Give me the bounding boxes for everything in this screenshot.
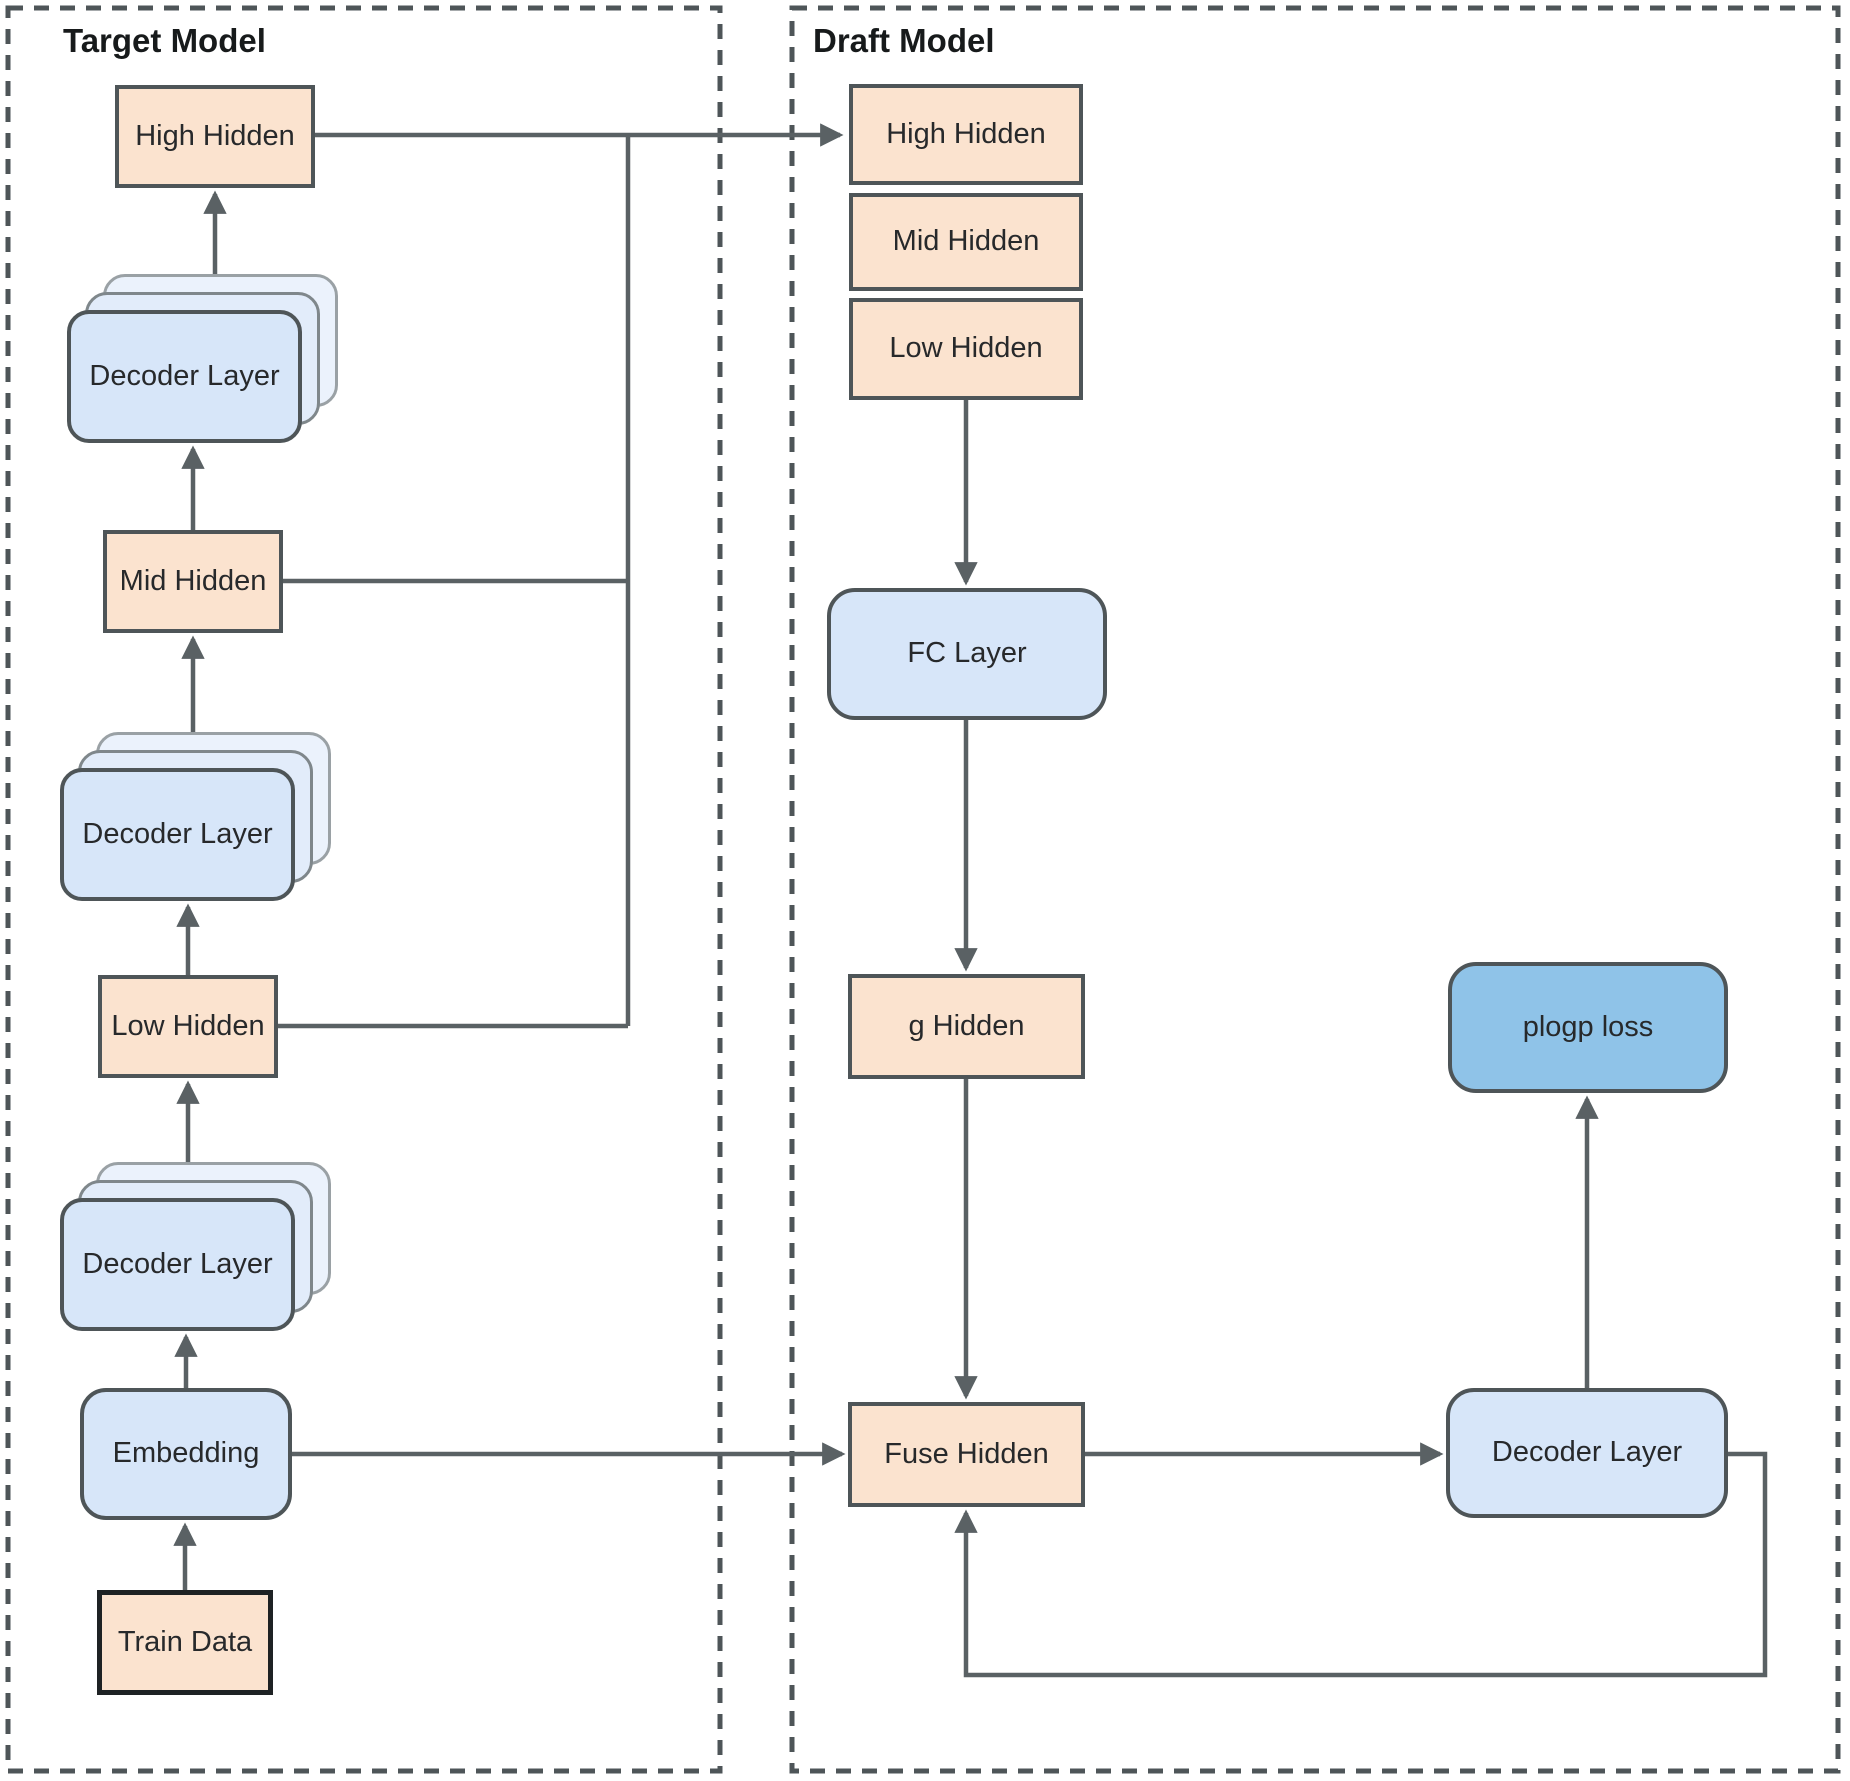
draft-mid-hidden-node: Mid Hidden bbox=[849, 193, 1083, 291]
target-decoder-stack-3: Decoder Layer bbox=[60, 1162, 331, 1331]
target-decoder-layer-label: Decoder Layer bbox=[82, 1248, 273, 1280]
target-mid-hidden-label: Mid Hidden bbox=[119, 564, 267, 597]
target-high-hidden-label: High Hidden bbox=[135, 119, 295, 152]
draft-high-hidden-node: High Hidden bbox=[849, 84, 1083, 185]
draft-high-hidden-label: High Hidden bbox=[886, 117, 1046, 150]
target-decoder-layer-node: Decoder Layer bbox=[67, 310, 302, 443]
draft-decoder-layer-label: Decoder Layer bbox=[1491, 1436, 1683, 1469]
target-embedding-node: Embedding bbox=[80, 1388, 292, 1520]
draft-plogp-loss-node: plogp loss bbox=[1448, 962, 1728, 1093]
target-high-hidden-node: High Hidden bbox=[115, 85, 315, 188]
draft-fc-layer-label: FC Layer bbox=[907, 637, 1027, 670]
draft-low-hidden-node: Low Hidden bbox=[849, 298, 1083, 400]
target-decoder-layer-node: Decoder Layer bbox=[60, 1198, 295, 1331]
draft-low-hidden-label: Low Hidden bbox=[889, 332, 1043, 365]
target-train-data-label: Train Data bbox=[117, 1625, 253, 1658]
draft-plogp-loss-label: plogp loss bbox=[1522, 1010, 1654, 1043]
draft-fuse-hidden-label: Fuse Hidden bbox=[884, 1437, 1049, 1470]
draft-g-hidden-label: g Hidden bbox=[908, 1009, 1025, 1042]
draft-fc-layer-node: FC Layer bbox=[827, 588, 1107, 720]
draft-model-title: Draft Model bbox=[813, 22, 995, 59]
wire-decoder-feedback-to-fuse bbox=[954, 1451, 1768, 1678]
target-mid-hidden-node: Mid Hidden bbox=[103, 530, 283, 633]
target-embedding-label: Embedding bbox=[112, 1437, 260, 1470]
draft-mid-hidden-label: Mid Hidden bbox=[892, 225, 1040, 258]
target-decoder-stack-2: Decoder Layer bbox=[60, 732, 331, 901]
target-train-data-node: Train Data bbox=[97, 1590, 273, 1695]
target-decoder-layer-node: Decoder Layer bbox=[60, 768, 295, 901]
target-decoder-layer-label: Decoder Layer bbox=[82, 818, 273, 850]
target-model-frame bbox=[5, 5, 723, 1774]
draft-decoder-layer-node: Decoder Layer bbox=[1446, 1388, 1728, 1518]
target-decoder-layer-label: Decoder Layer bbox=[89, 360, 280, 392]
target-decoder-stack-1: Decoder Layer bbox=[67, 274, 338, 443]
target-model-title: Target Model bbox=[63, 22, 266, 59]
target-low-hidden-label: Low Hidden bbox=[111, 1009, 265, 1042]
draft-fuse-hidden-node: Fuse Hidden bbox=[848, 1402, 1085, 1507]
draft-model-frame bbox=[789, 5, 1841, 1774]
target-low-hidden-node: Low Hidden bbox=[98, 975, 278, 1078]
draft-g-hidden-node: g Hidden bbox=[848, 974, 1085, 1079]
